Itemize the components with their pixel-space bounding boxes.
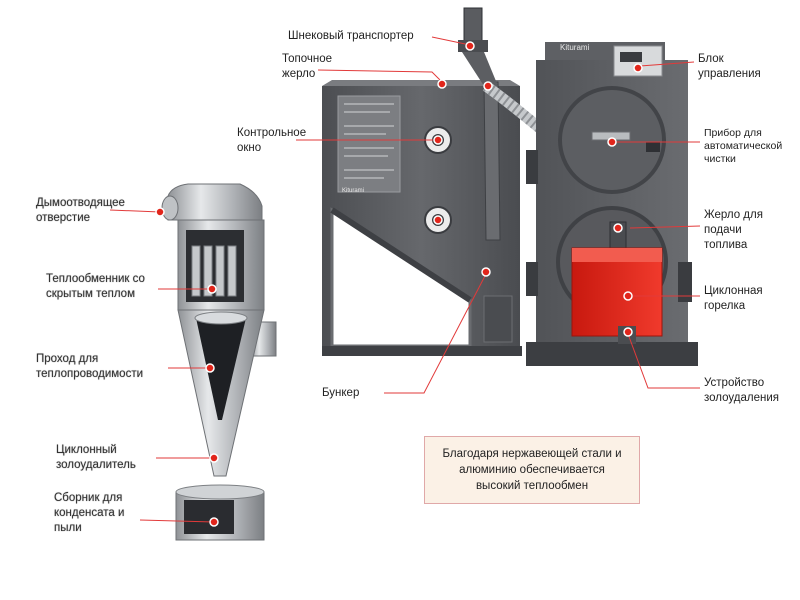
collector-rim (175, 484, 265, 500)
leader-screw (431, 36, 471, 46)
cone-cutaway (196, 318, 246, 420)
leader-collector (139, 519, 215, 523)
marker-collector (209, 517, 219, 527)
label-screw-conveyor: Шнековый транспортер (288, 30, 414, 42)
side-grille (483, 295, 513, 343)
burner-housing (571, 247, 663, 337)
marker-ash-device (623, 327, 633, 337)
burner-top (572, 248, 662, 262)
leader-ash-device (627, 333, 700, 389)
screw-motor (463, 7, 483, 45)
leader-firebox (317, 69, 443, 83)
marker-passage (205, 363, 215, 373)
marker-bunker (481, 267, 491, 277)
bunker-slope (330, 207, 472, 303)
exchanger-tubes (191, 245, 237, 297)
flue-opening (161, 195, 179, 221)
left-hinge-lower (526, 262, 538, 296)
label-heat-exchanger: Теплообменник со скрытым теплом (46, 273, 145, 300)
marker-lower-window (433, 215, 443, 225)
label-passage: Проход для теплопроводимости (36, 353, 144, 380)
marker-control-window (433, 135, 443, 145)
cyclone-cap (167, 183, 263, 221)
label-flue-opening: Дымоотводящее отверстие (36, 197, 125, 224)
screw-joint (462, 52, 498, 86)
label-collector: Сборник для конденсата и пыли (54, 492, 125, 534)
marker-ash-separator (209, 453, 219, 463)
leader-flue (109, 209, 161, 213)
leader-lines (109, 36, 701, 523)
leader-fuel-mouth (629, 225, 701, 229)
label-ash-separator: Циклонный золоудалитель (56, 444, 136, 471)
leader-bunker (384, 273, 487, 394)
label-cyclone-burner: Циклонная горелка (704, 285, 763, 312)
left-hinge (526, 150, 538, 184)
bunker-base (322, 346, 522, 356)
label-fuel-mouth: Жерло для подачи топлива (704, 209, 763, 251)
marker-cyclone-burner (623, 291, 633, 301)
marker-fuel-mouth (613, 223, 623, 233)
marker-flue (155, 207, 165, 217)
screw-pipe (483, 81, 501, 241)
marker-firebox (437, 79, 447, 89)
furnace-unit (526, 42, 698, 366)
label-auto-clean: Прибор для автоматической чистки (704, 127, 783, 165)
label-bunker: Бункер (322, 387, 360, 399)
brand-text-furnace: Kiturami (560, 43, 590, 52)
bunker-top (322, 80, 520, 86)
label-control-unit: Блок управления (698, 53, 761, 80)
leader-control-unit (639, 61, 695, 67)
label-ash-device: Устройство золоудаления (704, 377, 779, 404)
cyclone-unit (161, 183, 277, 541)
marker-firebox-2 (483, 81, 493, 91)
label-firebox: Топочное жерло (282, 53, 333, 80)
instruction-lines (344, 103, 394, 179)
furnace-base (526, 342, 698, 366)
brand-text-bunker: Kiturami (342, 188, 364, 194)
control-display (620, 52, 642, 62)
markers (155, 41, 643, 527)
note-box: Благодаря нержавеющей стали и алюминию о… (424, 436, 640, 504)
marker-auto-clean (607, 137, 617, 147)
collector-cutaway (184, 500, 234, 534)
right-latch (678, 262, 692, 302)
marker-screw (465, 41, 475, 51)
cone-rim (194, 311, 248, 325)
marker-control-unit (633, 63, 643, 73)
clean-knob (646, 142, 660, 152)
label-control-window: Контрольное окно (237, 127, 307, 154)
marker-exchanger (207, 284, 217, 294)
